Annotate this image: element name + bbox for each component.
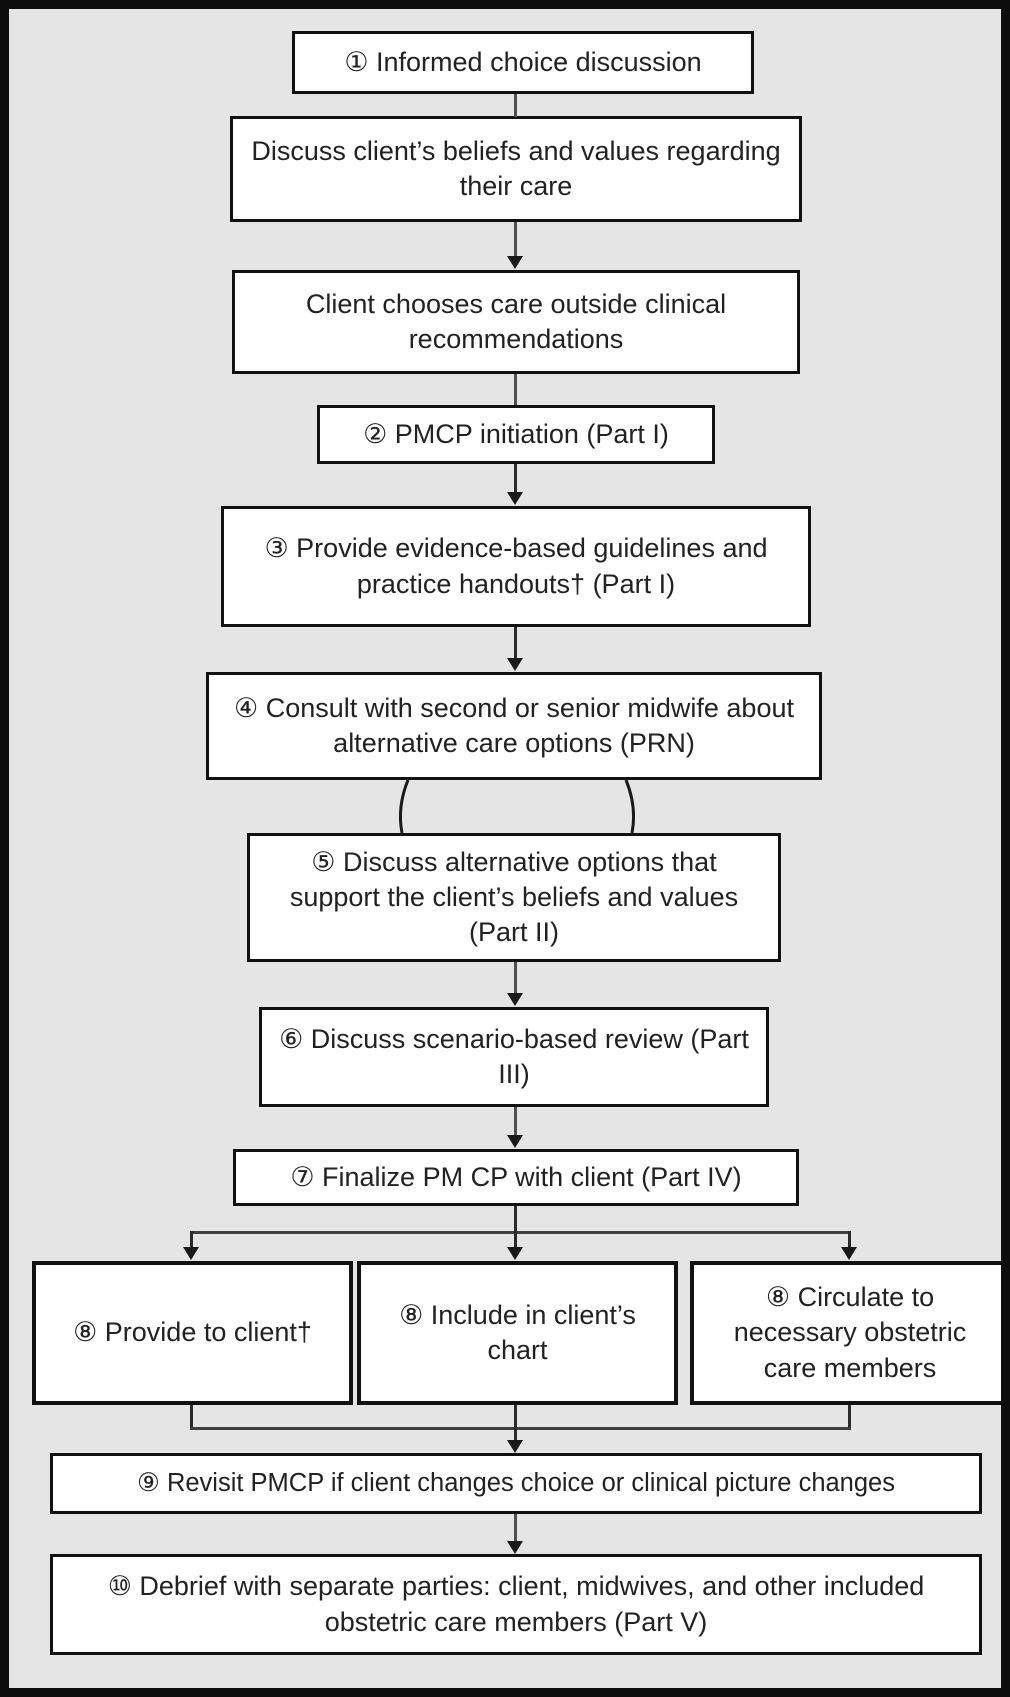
merge-stub-right [848, 1405, 851, 1430]
node-finalize-pmcp: ⑦ Finalize PM CP with client (Part IV) [233, 1149, 799, 1206]
curved-connectors-6-7 [399, 779, 635, 834]
node-provide-to-client: ⑧ Provide to client† [32, 1261, 353, 1405]
node-consult-midwife: ④ Consult with second or senior midwife … [206, 672, 822, 780]
node-debrief-parties: ⑩ Debrief with separate parties: client,… [50, 1554, 982, 1655]
arrowhead-branch-left [183, 1247, 199, 1260]
arrow-shaft-2-3 [514, 222, 517, 257]
arrowhead-branch-mid [507, 1247, 523, 1260]
node-provide-guidelines: ③ Provide evidence-based guidelines and … [221, 506, 811, 627]
merge-stem [514, 1427, 517, 1441]
branch-horizontal [190, 1231, 851, 1234]
branch-stem [514, 1206, 517, 1234]
node-discuss-beliefs: Discuss client’s beliefs and values rega… [230, 116, 802, 222]
node-include-in-chart: ⑧ Include in client’s chart [357, 1261, 678, 1405]
connector-line-3-4 [514, 374, 517, 405]
arrowhead-revisit-debrief [507, 1541, 523, 1554]
arrowhead-branch-right [841, 1247, 857, 1260]
arrow-shaft-4-5 [514, 464, 517, 493]
node-scenario-review: ⑥ Discuss scenario-based review (Part II… [259, 1007, 769, 1107]
arrow-shaft-revisit-debrief [514, 1514, 517, 1542]
curved-connector-right [624, 779, 635, 834]
arrow-shaft-8-9 [514, 1107, 517, 1136]
branch-stub-mid [514, 1231, 517, 1248]
arrow-shaft-7-8 [514, 962, 517, 994]
merge-stub-left [190, 1405, 193, 1430]
arrowhead-2-3 [507, 256, 523, 269]
arrowhead-merge [507, 1440, 523, 1453]
branch-stub-left [190, 1231, 193, 1248]
merge-horizontal [190, 1427, 851, 1430]
node-revisit-pmcp: ⑨ Revisit PMCP if client changes choice … [50, 1453, 982, 1514]
connector-line-1-2 [514, 94, 517, 117]
node-informed-choice: ① Informed choice discussion [292, 31, 754, 94]
arrowhead-7-8 [507, 993, 523, 1006]
node-care-outside: Client chooses care outside clinical rec… [232, 270, 800, 374]
curved-connector-left [399, 779, 410, 834]
node-circulate-members: ⑧ Circulate to necessary obstetric care … [690, 1261, 1001, 1405]
node-pmcp-initiation: ② PMCP initiation (Part I) [317, 405, 715, 464]
arrow-shaft-5-6 [514, 627, 517, 659]
branch-stub-right [848, 1231, 851, 1248]
arrowhead-5-6 [507, 658, 523, 671]
arrowhead-4-5 [507, 492, 523, 505]
node-discuss-options: ⑤ Discuss alternative options that suppo… [247, 833, 781, 962]
merge-stub-mid [514, 1405, 517, 1430]
arrowhead-8-9 [507, 1135, 523, 1148]
